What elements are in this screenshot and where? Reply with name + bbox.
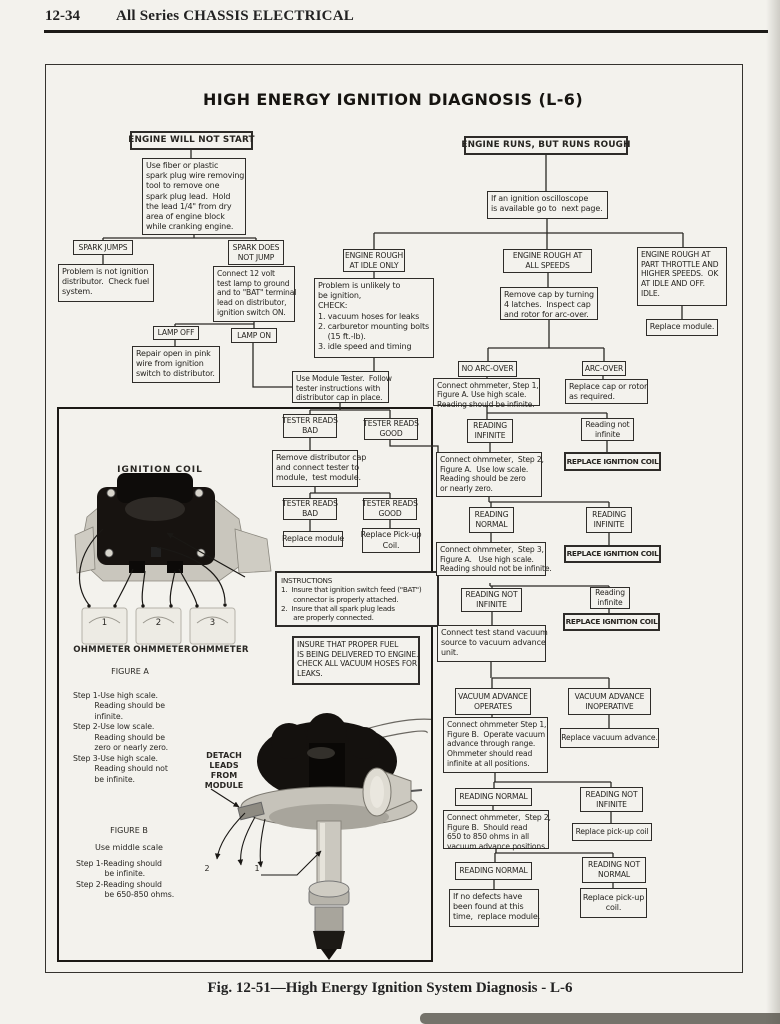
ignition-coil-label: IGNITION COIL xyxy=(117,465,203,475)
flow-node-spark-does-not-jump: SPARK DOES NOT JUMP xyxy=(228,240,284,265)
flow-node-replace-cap-rotor: Replace cap or rotor as required. xyxy=(565,379,648,404)
flow-node-if-no-defects: If no defects have been found at this ti… xyxy=(449,889,540,927)
figure-b-steps: Step 1-Reading should be infinite. Step … xyxy=(76,859,175,900)
flow-node-replace-ignition-coil-1: REPLACE IGNITION COIL xyxy=(564,452,661,471)
flow-node-reading-not-normal: READING NOT NORMAL xyxy=(582,857,646,883)
flow-node-engine-runs-rough: ENGINE RUNS, BUT RUNS ROUGH xyxy=(461,136,630,155)
flow-node-replace-vacuum-advance: Replace vacuum advance. xyxy=(560,728,659,748)
detach-leads-label: DETACH LEADS FROM MODULE xyxy=(204,751,244,790)
flow-node-use-module-tester: Use Module Tester. Follow tester instruc… xyxy=(292,371,392,403)
flow-node-replace-pickup-coil-mid: Replace Pick-up Coil. xyxy=(361,528,422,553)
flow-node-reading-infinite-1: READING INFINITE xyxy=(467,419,513,443)
scan-edge-shading xyxy=(766,0,780,1024)
flow-node-replace-module-mid: Replace module xyxy=(282,531,344,547)
flow-node-reading-infinite-2: READING INFINITE xyxy=(586,507,632,533)
flow-node-replace-ignition-coil-2: REPLACE IGNITION COIL xyxy=(564,545,661,563)
flow-node-engine-rough-part-throttle: ENGINE ROUGH AT PART THROTTLE AND HIGHER… xyxy=(637,247,727,306)
header-rule xyxy=(44,30,768,33)
flow-node-repair-pink-wire: Repair open in pink wire from ignition s… xyxy=(132,346,220,383)
flow-node-tester-reads-good-1: TESTER READS GOOD xyxy=(363,418,419,440)
flow-node-reading-normal-3: READING NORMAL xyxy=(455,862,532,880)
scan-bottom-smudge xyxy=(420,1013,780,1024)
ohmmeter-3-label: OHMMETER xyxy=(191,645,249,655)
flow-node-use-fiber-tool: Use fiber or plastic spark plug wire rem… xyxy=(142,158,246,235)
diagram-title: HIGH ENERGY IGNITION DIAGNOSIS (L-6) xyxy=(202,90,584,109)
flow-node-replace-pickup-coil-right: Replace pick-up coil xyxy=(572,823,652,841)
page-number: 12-34 xyxy=(45,8,80,24)
flow-node-vacuum-advance-inoperative: VACUUM ADVANCE INOPERATIVE xyxy=(568,688,651,715)
flow-node-remove-cap-inspect: Remove cap by turning 4 latches. Inspect… xyxy=(500,287,598,320)
flow-node-engine-will-not-start: ENGINE WILL NOT START xyxy=(128,131,255,150)
ohmmeter-2-number: 2 xyxy=(155,618,162,628)
flow-node-replace-module-right: Replace module. xyxy=(646,319,718,336)
figure-a-label: FIGURE A xyxy=(111,667,149,676)
flow-node-replace-ignition-coil-3: REPLACE IGNITION COIL xyxy=(563,613,660,631)
flow-node-reading-normal-2: READING NORMAL xyxy=(455,788,532,806)
ohmmeter-3-number: 3 xyxy=(209,618,216,628)
flow-node-spark-jumps: SPARK JUMPS xyxy=(73,240,133,255)
figure-a-steps: Step 1-Use high scale. Reading should be… xyxy=(73,691,169,784)
flow-node-lamp-off: LAMP OFF xyxy=(153,326,199,340)
flow-node-engine-rough-all-speeds: ENGINE ROUGH AT ALL SPEEDS xyxy=(503,249,592,273)
flow-node-connect-12v-lamp: Connect 12 volt test lamp to ground and … xyxy=(213,266,296,322)
flow-node-ohmmeter-step3: Connect ohmmeter, Step 3, Figure A. Use … xyxy=(436,542,552,576)
flow-node-reading-infinite-lc: Reading infinite xyxy=(590,587,630,609)
flow-node-lamp-on: LAMP ON xyxy=(231,328,277,343)
instructions-body: 1. Insure that ignition switch feed ("BA… xyxy=(281,585,422,623)
flow-node-vacuum-advance-operates: VACUUM ADVANCE OPERATES xyxy=(455,688,531,715)
diagram-border xyxy=(45,64,743,973)
figure-b-label: FIGURE B xyxy=(110,826,148,835)
flow-node-reading-not-infinite-1: READING NOT INFINITE xyxy=(461,588,522,612)
flow-node-tester-reads-good-2: TESTER READS GOOD xyxy=(362,498,418,520)
flow-node-oscilloscope: If an ignition oscilloscope is available… xyxy=(487,191,608,219)
flow-node-ohmmeter-b-step1: Connect ohmmeter Step 1, Figure B. Opera… xyxy=(443,717,548,773)
flow-node-ohmmeter-b-step2: Connect ohmmeter, Step 2, Figure B. Shou… xyxy=(443,810,551,851)
flow-node-remove-distributor-cap: Remove distributor cap and connect teste… xyxy=(272,450,366,487)
chapter-title: All Series CHASSIS ELECTRICAL xyxy=(116,8,354,24)
flow-node-problem-not-ignition: Problem is not ignition distributor. Che… xyxy=(58,264,154,302)
flow-node-reading-not-infinite-lc: Reading not infinite xyxy=(581,418,634,441)
flow-node-problem-unlikely-ignition: Problem is unlikely to be ignition, CHEC… xyxy=(314,278,434,358)
flow-node-engine-rough-idle-only: ENGINE ROUGH AT IDLE ONLY xyxy=(343,249,405,272)
flow-node-instructions: INSTRUCTIONS 1. Insure that ignition swi… xyxy=(275,571,439,627)
flow-node-reading-normal-1: READING NORMAL xyxy=(469,507,514,533)
ohmmeter-1-label: OHMMETER xyxy=(73,645,131,655)
flow-node-connect-test-stand-vacuum: Connect test stand vacuum source to vacu… xyxy=(437,625,548,662)
distributor-lead-1-number: 1 xyxy=(254,864,260,873)
instructions-title: INSTRUCTIONS xyxy=(281,576,333,585)
flow-node-insure-proper-fuel: INSURE THAT PROPER FUEL IS BEING DELIVER… xyxy=(292,636,420,685)
flow-node-tester-reads-bad-1: TESTER READS BAD xyxy=(282,414,338,438)
flow-node-no-arc-over: NO ARC-OVER xyxy=(458,361,517,377)
flow-node-ohmmeter-step2: Connect ohmmeter, Step 2, Figure A. Use … xyxy=(436,452,544,497)
flow-node-reading-not-infinite-2: READING NOT INFINITE xyxy=(580,787,643,812)
figure-caption: Fig. 12-51—High Energy Ignition System D… xyxy=(207,980,573,996)
ohmmeter-2-label: OHMMETER xyxy=(133,645,191,655)
flow-node-ohmmeter-step1: Connect ohmmeter, Step 1, Figure A. Use … xyxy=(433,378,540,409)
flow-node-tester-reads-bad-2: TESTER READS BAD xyxy=(282,498,338,520)
flow-node-arc-over: ARC-OVER xyxy=(582,361,626,376)
flow-node-replace-pickup-coil-bottom: Replace pick-up coil. xyxy=(580,888,647,918)
distributor-lead-2-number: 2 xyxy=(204,864,210,873)
ohmmeter-1-number: 1 xyxy=(101,618,108,628)
use-middle-scale-label: Use middle scale xyxy=(95,843,163,852)
